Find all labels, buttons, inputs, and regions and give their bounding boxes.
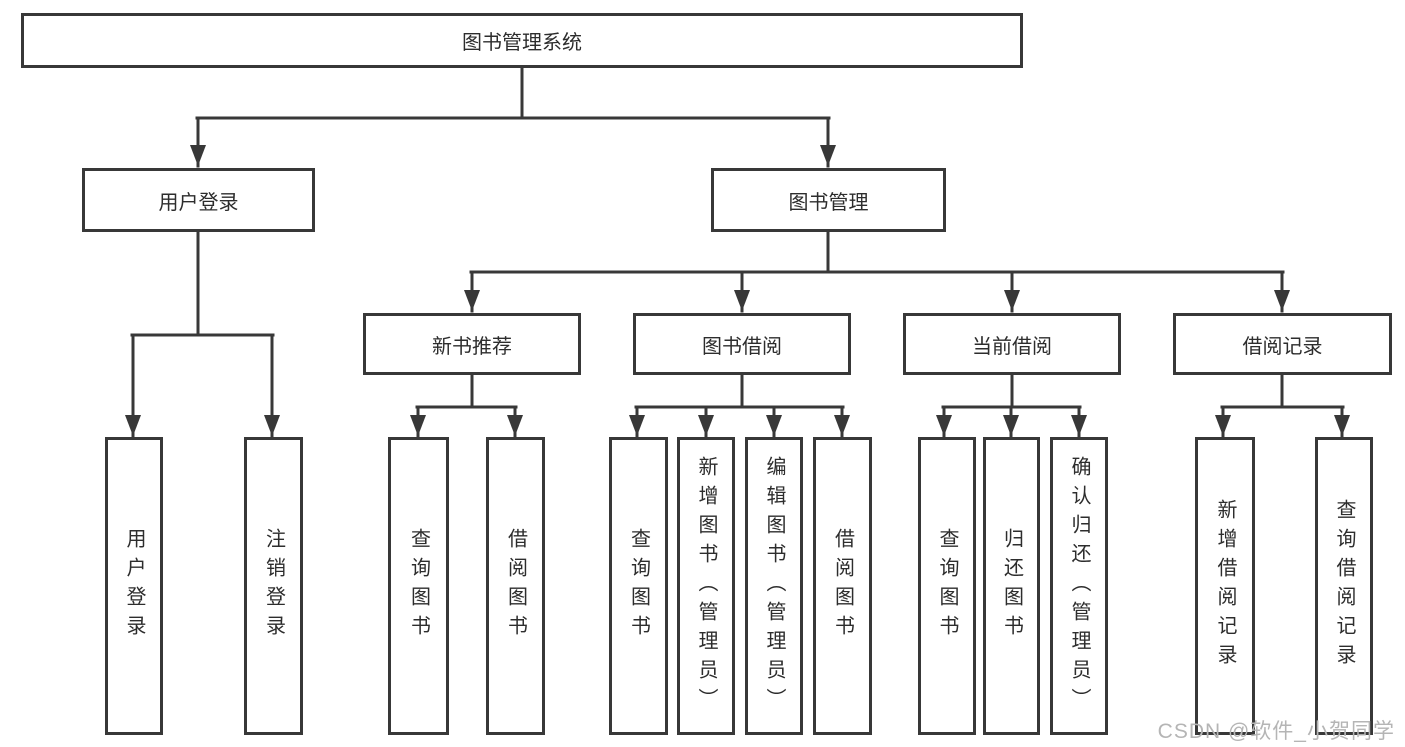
leaf-borrow-edit-admin: 编辑图书（管理员） <box>745 437 803 735</box>
leaf-current-query: 查询图书 <box>918 437 976 735</box>
leaf-current-confirm-admin-label: 确认归还（管理员） <box>1068 455 1090 717</box>
node-book-borrow: 图书借阅 <box>633 313 851 375</box>
leaf-records-query: 查询借阅记录 <box>1315 437 1373 735</box>
leaf-current-confirm-admin: 确认归还（管理员） <box>1050 437 1108 735</box>
leaf-borrow-query-label: 查询图书 <box>627 528 650 644</box>
leaf-borrow-borrow: 借阅图书 <box>813 437 872 735</box>
node-book-borrow-label: 图书借阅 <box>702 335 782 358</box>
leaf-new-books-query-label: 查询图书 <box>407 528 430 644</box>
node-borrow-records-label: 借阅记录 <box>1242 335 1323 358</box>
node-root: 图书管理系统 <box>21 13 1023 68</box>
node-new-books: 新书推荐 <box>363 313 581 375</box>
leaf-records-add-label: 新增借阅记录 <box>1214 499 1236 673</box>
node-book-mgmt: 图书管理 <box>711 168 946 232</box>
leaf-new-books-borrow-label: 借阅图书 <box>504 528 527 644</box>
node-new-books-label: 新书推荐 <box>432 335 512 358</box>
csdn-watermark: CSDN @软件_小贺同学 <box>1157 720 1395 743</box>
node-current-borrow: 当前借阅 <box>903 313 1121 375</box>
leaf-borrow-borrow-label: 借阅图书 <box>831 528 854 644</box>
leaf-borrow-add-admin: 新增图书（管理员） <box>677 437 735 735</box>
leaf-current-return-label: 归还图书 <box>1000 528 1023 644</box>
leaf-borrow-add-admin-label: 新增图书（管理员） <box>695 455 717 717</box>
leaf-current-return: 归还图书 <box>983 437 1040 735</box>
node-current-borrow-label: 当前借阅 <box>972 335 1052 358</box>
leaf-logout: 注销登录 <box>244 437 303 735</box>
leaf-current-query-label: 查询图书 <box>936 528 958 644</box>
node-user-login-label: 用户登录 <box>158 191 239 214</box>
leaf-logout-label: 注销登录 <box>262 528 285 644</box>
node-book-mgmt-label: 图书管理 <box>788 191 869 214</box>
leaf-records-query-label: 查询借阅记录 <box>1333 499 1355 673</box>
leaf-records-add: 新增借阅记录 <box>1195 437 1255 735</box>
leaf-user-login-label: 用户登录 <box>123 528 145 644</box>
node-root-label: 图书管理系统 <box>462 32 582 54</box>
leaf-borrow-edit-admin-label: 编辑图书（管理员） <box>763 455 785 717</box>
leaf-new-books-borrow: 借阅图书 <box>486 437 545 735</box>
leaf-new-books-query: 查询图书 <box>388 437 449 735</box>
leaf-user-login: 用户登录 <box>105 437 163 735</box>
node-borrow-records: 借阅记录 <box>1173 313 1392 375</box>
node-user-login: 用户登录 <box>82 168 315 232</box>
leaf-borrow-query: 查询图书 <box>609 437 668 735</box>
